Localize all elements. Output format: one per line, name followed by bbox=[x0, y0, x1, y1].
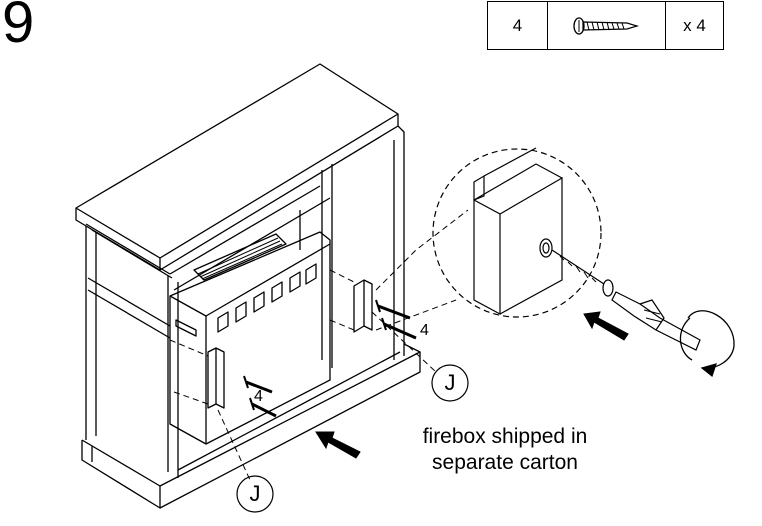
caption: firebox shipped in separate carton bbox=[392, 424, 618, 476]
step-number: 9 bbox=[2, 0, 35, 55]
bracket-j-label-left: J bbox=[249, 481, 261, 506]
screw-count-right: 4 bbox=[420, 322, 429, 339]
caption-line-1: firebox shipped in bbox=[422, 425, 588, 448]
part-id: 4 bbox=[488, 2, 548, 49]
screw-icon bbox=[548, 2, 666, 49]
screw-count-left: 4 bbox=[254, 388, 263, 405]
parts-table: 4 x 4 bbox=[487, 1, 724, 50]
part-quantity: x 4 bbox=[683, 15, 706, 35]
caption-line-2: separate carton bbox=[432, 451, 578, 474]
bracket-j-label-right: J bbox=[444, 370, 456, 395]
